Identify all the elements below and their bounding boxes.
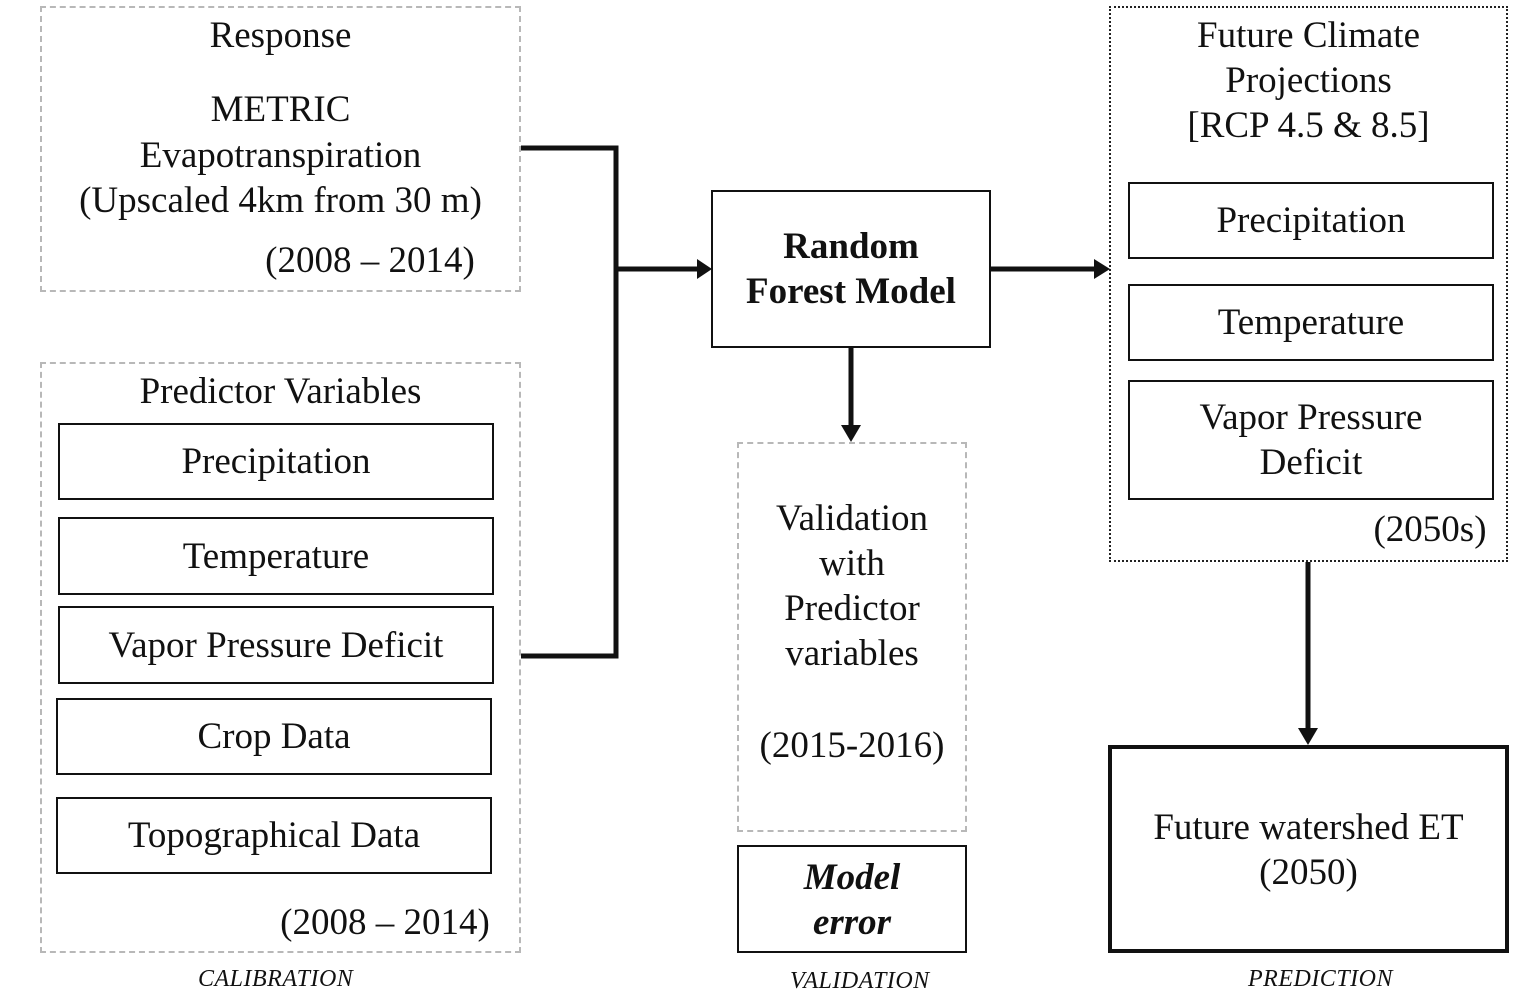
predictor-crop-data: Crop Data [56,698,492,775]
model-error-box [737,845,967,953]
future-vpd [1128,380,1494,500]
future-precipitation-label: Precipitation [1216,200,1406,241]
predictor-temperature: Temperature [58,517,494,595]
predictor-crop-data-label: Crop Data [197,716,351,757]
validation-line-2: with [819,543,885,584]
predictor-heading: Predictor Variables [139,371,422,412]
random-forest-model-box [711,190,991,348]
predictor-temperature-label: Temperature [182,535,370,577]
arrowhead-to-model [697,259,712,279]
validation-years: (2015-2016) [759,725,945,766]
future-line-1: Future Climate [1197,15,1420,56]
section-validation: VALIDATION [790,968,930,994]
predictor-vpd-label: Vapor Pressure Deficit [108,624,444,666]
response-line-2: Evapotranspiration [139,135,422,176]
predictor-topographical-data: Topographical Data [56,797,492,874]
validation-box [737,442,967,832]
section-prediction: PREDICTION [1248,966,1393,992]
response-heading: Response [209,15,352,56]
arrowhead-to-output [1298,728,1318,745]
arrowhead-to-future [1094,259,1110,279]
validation-line-4: variables [785,633,919,674]
future-climate-group [1109,6,1508,562]
output-line-2: (2050) [1259,852,1358,893]
future-temperature: Temperature [1128,284,1494,361]
model-error-line-2: error [812,902,892,943]
model-line-2: Forest Model [746,271,956,312]
section-calibration: CALIBRATION [198,966,354,992]
join-bracket [521,145,619,659]
validation-line-3: Predictor [784,588,920,629]
response-group [40,6,521,292]
future-line-3: [RCP 4.5 & 8.5] [1187,105,1430,146]
future-et-box [1108,745,1509,953]
predictor-vpd: Vapor Pressure Deficit [58,606,494,684]
arrowhead-to-validation [841,425,861,442]
response-years: (2008 – 2014) [265,240,475,281]
model-error-line-1: Model [803,857,901,898]
predictor-years: (2008 – 2014) [280,902,490,943]
response-line-1: METRIC [210,89,351,130]
future-years: (2050s) [1373,509,1487,550]
future-temperature-label: Temperature [1217,302,1405,343]
future-vpd-line-2: Deficit [1259,442,1363,483]
future-line-2: Projections [1225,60,1392,101]
model-line-1: Random [783,226,919,267]
predictor-precipitation: Precipitation [58,423,494,500]
predictor-topographical-data-label: Topographical Data [127,815,421,856]
validation-line-1: Validation [775,498,929,539]
output-line-1: Future watershed ET [1153,807,1464,848]
predictor-group [40,362,521,953]
future-precipitation: Precipitation [1128,182,1494,259]
future-vpd-line-1: Vapor Pressure [1199,397,1423,438]
response-line-3: (Upscaled 4km from 30 m) [79,180,482,221]
predictor-precipitation-label: Precipitation [181,441,371,482]
